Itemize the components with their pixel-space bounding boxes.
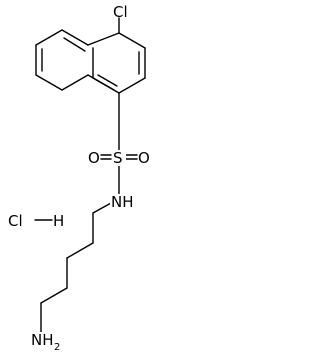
atom-s: S <box>113 149 123 167</box>
bond-c8-c7 <box>35 29 63 46</box>
atom-labels: Cl S O O NH Cl H NH 2 <box>8 3 150 353</box>
bond-c10-s <box>87 74 115 91</box>
bond-c6-c5 <box>35 74 63 91</box>
atom-o-right: O <box>138 149 150 167</box>
atom-o-left: O <box>88 149 100 167</box>
bond-chain-c4-c5 <box>40 287 68 304</box>
atom-nh2: NH <box>31 331 54 349</box>
bond-n-c1 <box>92 202 112 214</box>
atom-nh2-subscript: 2 <box>54 342 60 353</box>
bond-c9-c8 <box>61 29 89 46</box>
bond-c3-c4 <box>118 77 146 94</box>
bonds <box>34 17 146 334</box>
bond-c4-c10-inner <box>97 74 118 87</box>
bond-c9-c8-inner <box>63 37 86 52</box>
chemical-structure: Cl S O O NH Cl H NH 2 <box>8 3 150 353</box>
bond-c1-c2 <box>118 32 146 49</box>
bond-chain-c2-c3 <box>66 242 94 259</box>
atom-nh: NH <box>111 193 134 211</box>
atom-hcl-h: H <box>53 212 64 230</box>
bond-c5-c10 <box>61 74 89 91</box>
atom-cl-ring: Cl <box>113 3 128 21</box>
bond-c1-c9 <box>87 32 120 46</box>
atom-hcl-cl: Cl <box>8 212 23 230</box>
